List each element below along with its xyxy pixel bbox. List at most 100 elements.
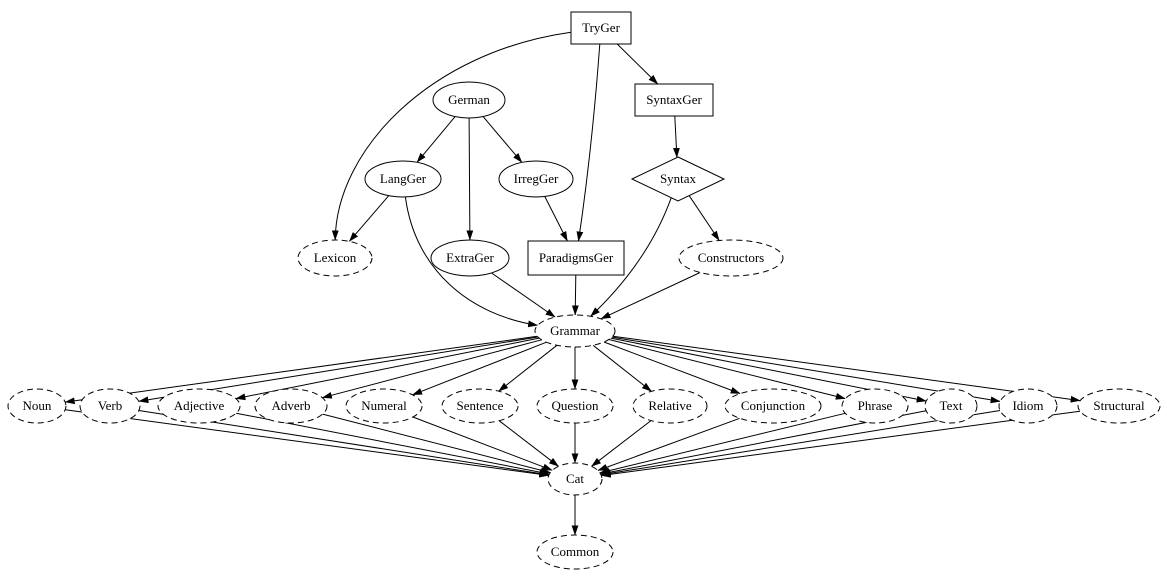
node-shape-syntaxger (634, 83, 714, 117)
edge-german-to-irregger (482, 116, 523, 163)
edge-relative-to-cat (591, 420, 652, 467)
node-shape-conjunction (724, 388, 822, 424)
node-shape-verb (79, 388, 141, 424)
node-shape-extrager (430, 239, 510, 277)
node-label-adverb: Adverb (272, 398, 311, 413)
node-label-german: German (448, 92, 490, 107)
node-syntax: Syntax (630, 156, 726, 202)
edge-idiom-to-cat (600, 410, 1001, 477)
node-label-grammar: Grammar (550, 323, 600, 338)
node-shape-phrase (841, 388, 909, 424)
edges-layer (64, 31, 1081, 536)
edge-grammar-to-idiom (611, 336, 1001, 404)
edge-adverb-to-cat (322, 413, 551, 474)
node-label-syntaxger: SyntaxGer (646, 92, 702, 107)
edge-conjunction-to-cat (597, 417, 740, 471)
edge-sentence-to-cat (498, 420, 559, 467)
node-label-noun: Noun (23, 398, 52, 413)
edge-german-to-extrager (466, 117, 474, 241)
node-label-sentence: Sentence (457, 398, 504, 413)
node-shape-tryger (570, 11, 632, 45)
node-shape-common (536, 534, 614, 570)
node-label-adjective: Adjective (174, 398, 225, 413)
node-label-constructors: Constructors (698, 250, 764, 265)
node-label-paradigmsger: ParadigmsGer (539, 250, 614, 265)
node-verb: Verb (79, 388, 141, 424)
edge-tryger-to-lexicon (331, 31, 572, 241)
node-label-structural: Structural (1093, 398, 1145, 413)
edge-noun-to-cat (65, 409, 550, 478)
node-cat: Cat (547, 462, 603, 496)
edge-grammar-to-relative (592, 344, 652, 392)
node-label-conjunction: Conjunction (741, 398, 806, 413)
node-text: Text (924, 388, 978, 424)
edge-structural-to-cat (600, 410, 1081, 478)
edge-langger-to-lexicon (348, 195, 390, 242)
node-shape-question (536, 388, 614, 424)
edge-constructors-to-grammar (600, 272, 701, 320)
node-shape-german (432, 81, 506, 119)
edge-syntaxger-to-syntax (673, 115, 680, 158)
node-shape-text (924, 388, 978, 424)
node-label-tryger: TryGer (582, 20, 620, 35)
node-shape-relative (632, 388, 708, 424)
node-tryger: TryGer (570, 11, 632, 45)
node-label-common: Common (551, 544, 600, 559)
node-label-idiom: Idiom (1012, 398, 1043, 413)
edge-tryger-to-paradigmsger (576, 43, 601, 242)
node-phrase: Phrase (841, 388, 909, 424)
node-adverb: Adverb (254, 388, 328, 424)
node-label-phrase: Phrase (858, 398, 893, 413)
edge-grammar-to-conjunction (603, 341, 741, 395)
node-common: Common (536, 534, 614, 570)
node-grammar: Grammar (534, 314, 616, 348)
node-irregger: IrregGer (498, 160, 574, 198)
edge-grammar-to-adverb (321, 339, 542, 399)
edge-german-to-langger (416, 116, 456, 163)
edge-grammar-to-phrase (608, 339, 846, 400)
node-shape-structural (1077, 388, 1161, 424)
edge-syntax-to-constructors (688, 195, 720, 241)
node-label-irregger: IrregGer (514, 171, 559, 186)
edge-paradigmsger-to-grammar (571, 274, 579, 316)
edge-grammar-to-noun (64, 335, 538, 405)
edge-syntax-to-grammar (590, 197, 672, 317)
node-label-verb: Verb (98, 398, 123, 413)
node-relative: Relative (632, 388, 708, 424)
edge-grammar-to-adjective (235, 337, 540, 401)
node-label-langger: LangGer (380, 171, 427, 186)
node-label-text: Text (940, 398, 963, 413)
node-extrager: ExtraGer (430, 239, 510, 277)
edge-grammar-to-sentence (498, 344, 558, 392)
edge-irregger-to-paradigmsger (544, 196, 568, 242)
node-idiom: Idiom (998, 388, 1058, 424)
node-shape-paradigmsger (527, 240, 625, 276)
node-sentence: Sentence (441, 388, 519, 424)
node-label-relative: Relative (648, 398, 692, 413)
node-shape-irregger (498, 160, 574, 198)
edge-grammar-to-structural (612, 335, 1081, 403)
node-structural: Structural (1077, 388, 1161, 424)
node-conjunction: Conjunction (724, 388, 822, 424)
node-noun: Noun (7, 388, 67, 424)
node-shape-constructors (678, 239, 784, 277)
node-label-question: Question (552, 398, 599, 413)
node-question: Question (536, 388, 614, 424)
node-shape-sentence (441, 388, 519, 424)
node-numeral: Numeral (345, 388, 423, 424)
node-german: German (432, 81, 506, 119)
node-shape-lexicon (297, 239, 373, 277)
node-shape-adjective (157, 388, 241, 424)
node-adjective: Adjective (157, 388, 241, 424)
edge-numeral-to-cat (412, 416, 553, 471)
node-label-lexicon: Lexicon (314, 250, 357, 265)
node-langger: LangGer (364, 160, 442, 198)
node-label-cat: Cat (566, 471, 584, 486)
node-syntaxger: SyntaxGer (634, 83, 714, 117)
edge-extrager-to-grammar (491, 272, 556, 318)
node-shape-langger (364, 160, 442, 198)
node-paradigmsger: ParadigmsGer (527, 240, 625, 276)
